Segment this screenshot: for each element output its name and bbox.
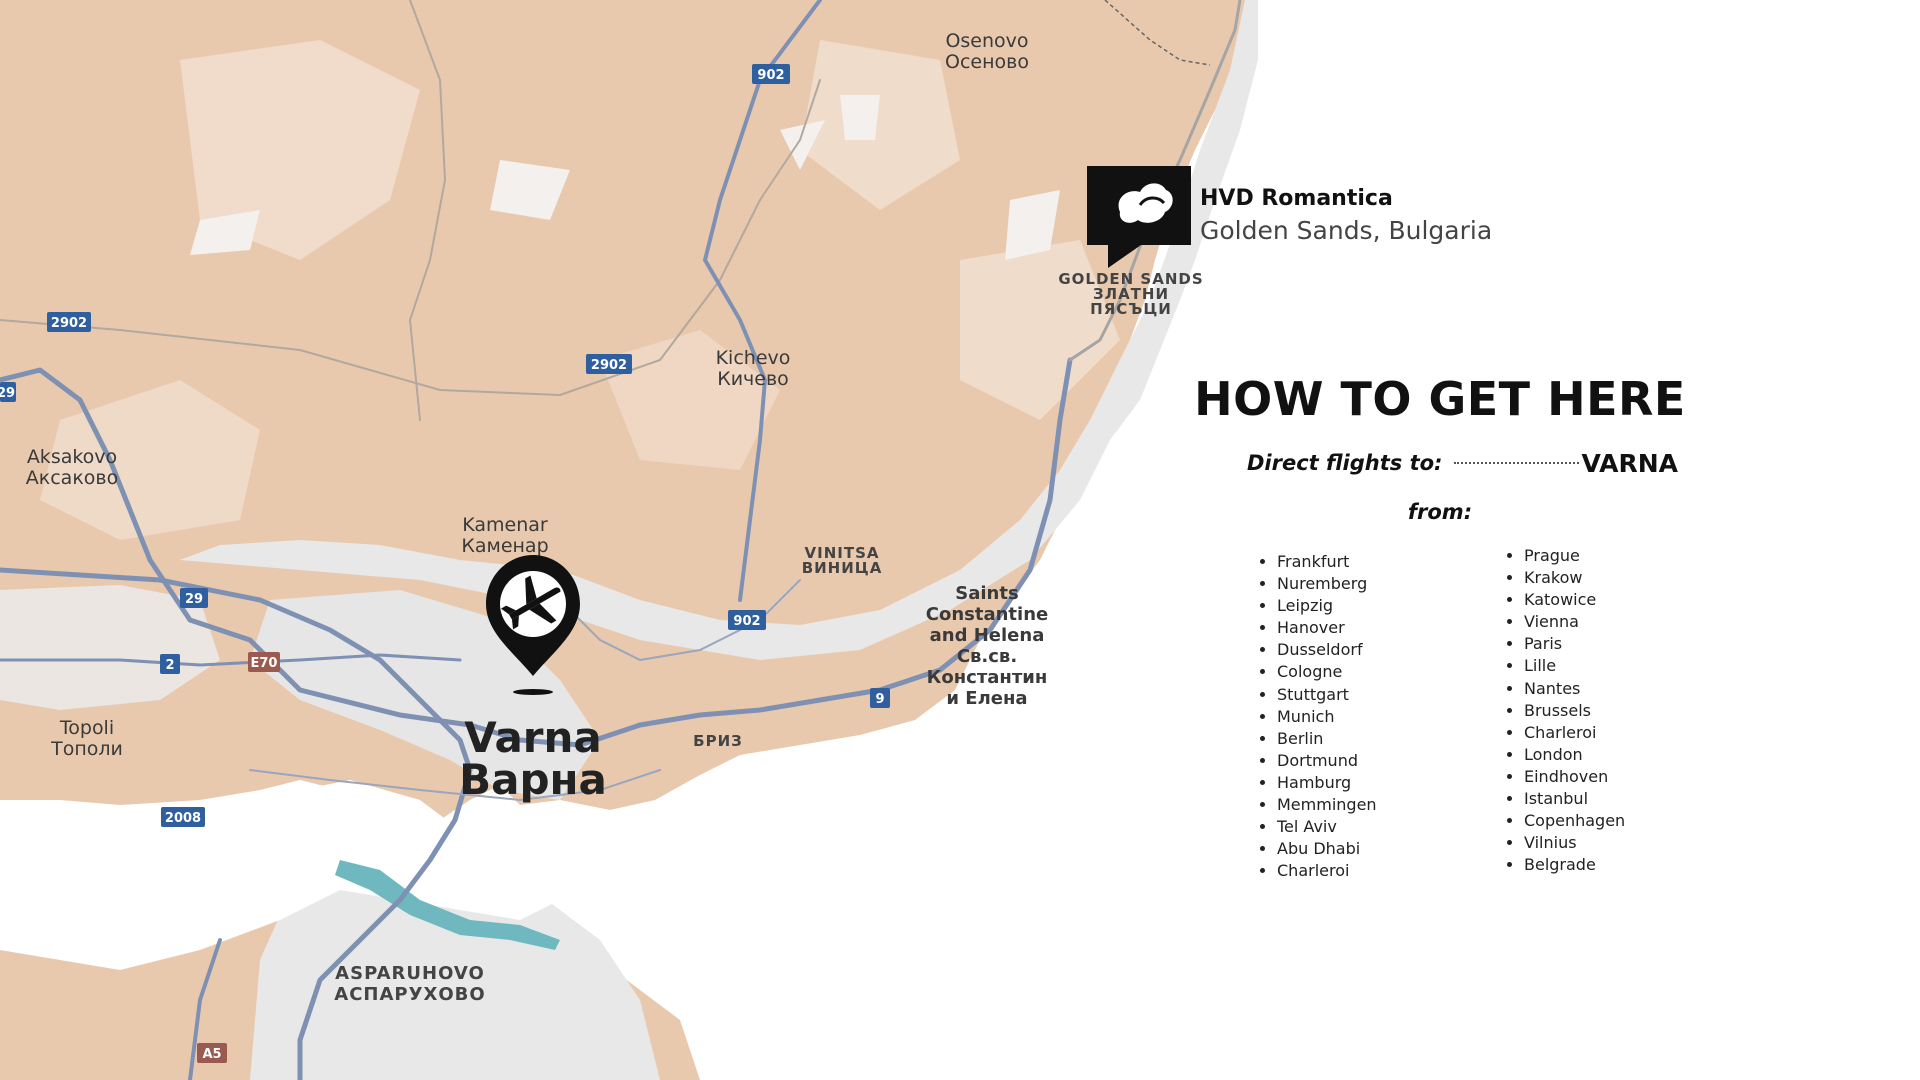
direct-flights-row: Direct flights to: VARNA [1247, 448, 1678, 478]
origin-city: Tel Aviv [1277, 816, 1377, 838]
origin-city: Nuremberg [1277, 573, 1377, 595]
river-channel [335, 860, 560, 950]
origin-city: Charleroi [1524, 722, 1625, 744]
svg-text:A5: A5 [202, 1047, 221, 1062]
origin-city: Vilnius [1524, 832, 1625, 854]
origin-city: Hamburg [1277, 772, 1377, 794]
road [409, 0, 446, 421]
origin-city: Katowice [1524, 589, 1625, 611]
from-label: from: [1407, 500, 1473, 524]
road-shield: 2902 [47, 312, 91, 332]
place-label-briz: БРИЗ [693, 732, 743, 750]
light-zone [800, 40, 960, 210]
destination-label: VARNA [1581, 448, 1678, 478]
road [0, 357, 1073, 748]
origin-city: Memmingen [1277, 794, 1377, 816]
origin-city: Berlin [1277, 728, 1377, 750]
road [0, 567, 473, 1080]
region-border [1104, 0, 1211, 66]
road-shield: 2 [160, 654, 180, 674]
origin-city: Frankfurt [1277, 551, 1377, 573]
svg-text:2: 2 [165, 658, 174, 673]
pale-patch [840, 95, 880, 140]
road-shield: 2008 [161, 807, 205, 827]
hotel-name: HVD Romantica [1200, 186, 1393, 211]
road-shield: 29 [180, 588, 208, 608]
origin-list-1: Frankfurt Nuremberg Leipzig Hanover Duss… [1255, 551, 1377, 882]
road-shield: E70 [248, 652, 280, 672]
origin-city: Hanover [1277, 617, 1377, 639]
origin-city: Prague [1524, 545, 1625, 567]
origin-city: Belgrade [1524, 854, 1625, 876]
origin-list-2: Prague Krakow Katowice Vienna Paris Lill… [1502, 545, 1625, 876]
pale-patch [1005, 190, 1060, 260]
road-shield: 2902 [586, 354, 632, 374]
direct-flights-label: Direct flights to: [1247, 451, 1443, 475]
origin-city: Paris [1524, 633, 1625, 655]
hotel-marker-icon[interactable] [1087, 166, 1191, 268]
svg-text:902: 902 [757, 68, 784, 83]
svg-text:2008: 2008 [165, 811, 201, 826]
svg-text:E70: E70 [251, 656, 278, 671]
hotel-location: Golden Sands, Bulgaria [1200, 216, 1493, 245]
origin-city: Istanbul [1524, 788, 1625, 810]
origin-city: Copenhagen [1524, 810, 1625, 832]
pale-patch [490, 160, 570, 220]
svg-text:29: 29 [0, 386, 15, 401]
airport-pin-icon[interactable] [486, 555, 580, 695]
lake [0, 780, 560, 970]
dotted-leader [1454, 462, 1580, 464]
road-shield: 9 [870, 688, 890, 708]
svg-text:2902: 2902 [51, 316, 87, 331]
pale-patch [780, 120, 825, 170]
road-shield: 902 [752, 64, 790, 84]
road [0, 79, 821, 396]
origin-city: Leipzig [1277, 595, 1377, 617]
svg-text:9: 9 [875, 692, 884, 707]
road [249, 769, 661, 801]
light-zone [960, 240, 1120, 420]
urban-area [0, 585, 220, 710]
svg-text:2902: 2902 [591, 358, 627, 373]
page-heading: HOW TO GET HERE [1194, 372, 1686, 426]
origin-city: Nantes [1524, 678, 1625, 700]
origin-city: Dortmund [1277, 750, 1377, 772]
light-zone [180, 40, 420, 260]
origin-city: Lille [1524, 655, 1625, 677]
origin-city: Vienna [1524, 611, 1625, 633]
origin-city: Krakow [1524, 567, 1625, 589]
light-zone [40, 380, 260, 540]
road-shield: 902 [728, 610, 766, 630]
origin-city: Abu Dhabi [1277, 838, 1377, 860]
origin-city: Charleroi [1277, 860, 1377, 882]
urban-area [250, 860, 660, 1080]
origin-city: Stuttgart [1277, 684, 1377, 706]
svg-text:902: 902 [733, 614, 760, 629]
road-shield: A5 [197, 1043, 227, 1063]
origin-city: London [1524, 744, 1625, 766]
svg-text:29: 29 [185, 592, 203, 607]
road [188, 938, 222, 1080]
origin-city: Brussels [1524, 700, 1625, 722]
origin-city: Eindhoven [1524, 766, 1625, 788]
origin-city: Cologne [1277, 661, 1377, 683]
road-shield: 29 [0, 382, 16, 402]
origin-city: Munich [1277, 706, 1377, 728]
pale-patch [190, 210, 260, 255]
road [703, 0, 822, 602]
origin-city: Dusseldorf [1277, 639, 1377, 661]
